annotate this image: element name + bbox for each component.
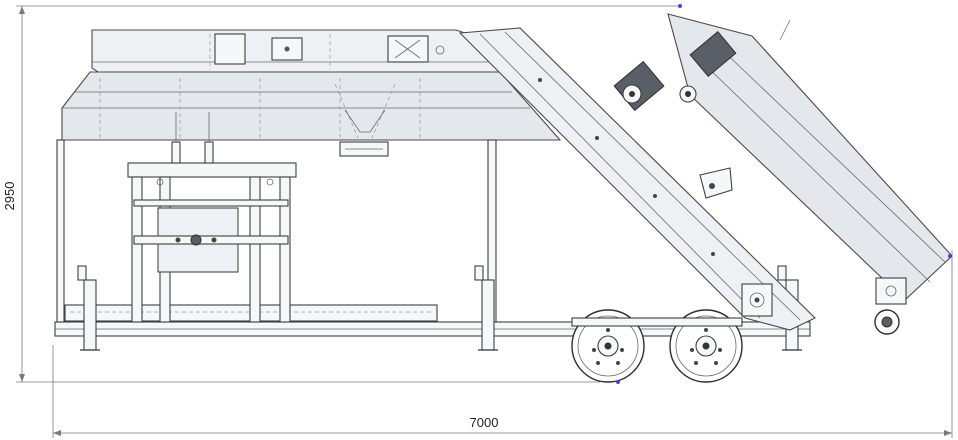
inclined-conveyor — [458, 27, 816, 331]
reference-marker — [678, 4, 682, 8]
height-dimension: 2950 — [2, 5, 680, 383]
height-dimension-label: 2950 — [2, 182, 17, 211]
discharge-conveyor — [613, 13, 953, 305]
reference-marker — [616, 380, 620, 384]
canopy-trough — [61, 71, 562, 157]
rear-wheel-icon — [571, 309, 645, 383]
press-unit — [127, 112, 297, 323]
jockey-wheel — [874, 309, 900, 335]
drive-motor-icon — [613, 60, 665, 112]
axle-beam — [571, 317, 743, 327]
reference-marker — [948, 254, 952, 258]
upper-hopper — [91, 29, 501, 73]
length-dimension: 7000 — [52, 250, 953, 438]
secondary-motor-icon — [679, 31, 737, 103]
length-dimension-label: 7000 — [470, 415, 499, 430]
front-wheel-icon — [669, 309, 743, 383]
